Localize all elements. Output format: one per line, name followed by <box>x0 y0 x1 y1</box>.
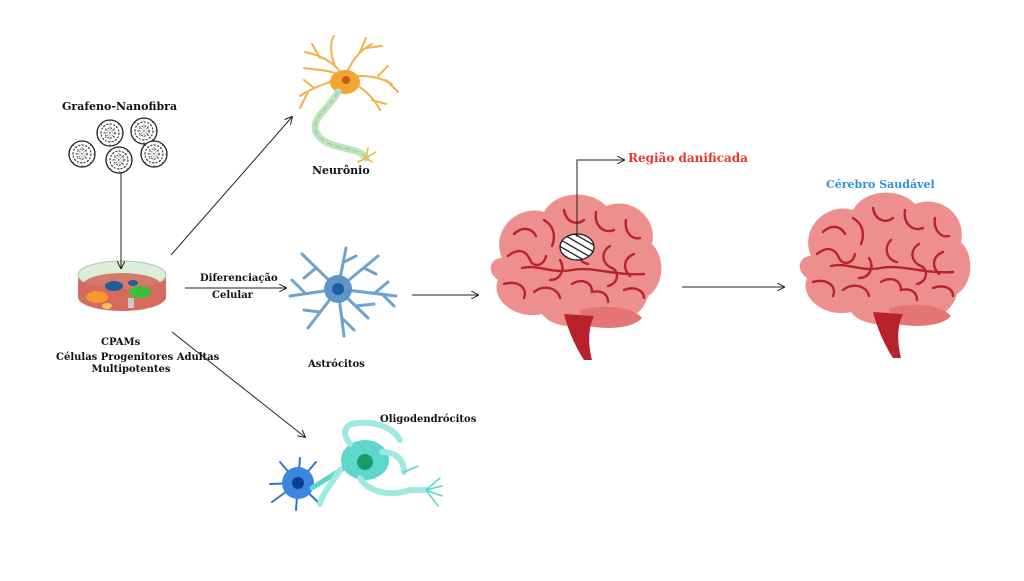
arrow-to-neuron <box>170 117 292 256</box>
healthy-brain-label: Cérebro Saudável <box>826 178 935 191</box>
arrow-to-oligodendrocytes <box>171 331 305 437</box>
cpams-full-label-line2: Multipotentes <box>91 364 171 375</box>
neuron-label: Neurônio <box>312 164 370 177</box>
damaged-region-pointer <box>576 160 624 237</box>
damaged-region-label: Região danificada <box>628 151 748 165</box>
healthy-brain-icon <box>798 191 972 360</box>
differentiation-label-line1: Diferenciação <box>200 273 278 284</box>
astrocytes-label: Astrócitos <box>308 359 365 370</box>
graphene-ball-icon <box>68 117 168 174</box>
graphene-label: Grafeno-Nanofibra <box>62 100 178 113</box>
oligodendrocyte-icon <box>269 419 443 511</box>
damaged-region-marker <box>559 233 595 261</box>
cpams-label: CPAMs <box>101 337 141 348</box>
oligodendrocytes-label: Oligodendrócitos <box>380 414 477 425</box>
petri-dish-icon <box>77 260 167 311</box>
neuron-icon <box>299 35 399 163</box>
cpams-full-label-line1: Células Progenitores Adultas <box>56 352 220 363</box>
brain-icon <box>489 193 663 362</box>
astrocyte-icon <box>288 246 398 338</box>
differentiation-label-line2: Celular <box>212 290 253 301</box>
